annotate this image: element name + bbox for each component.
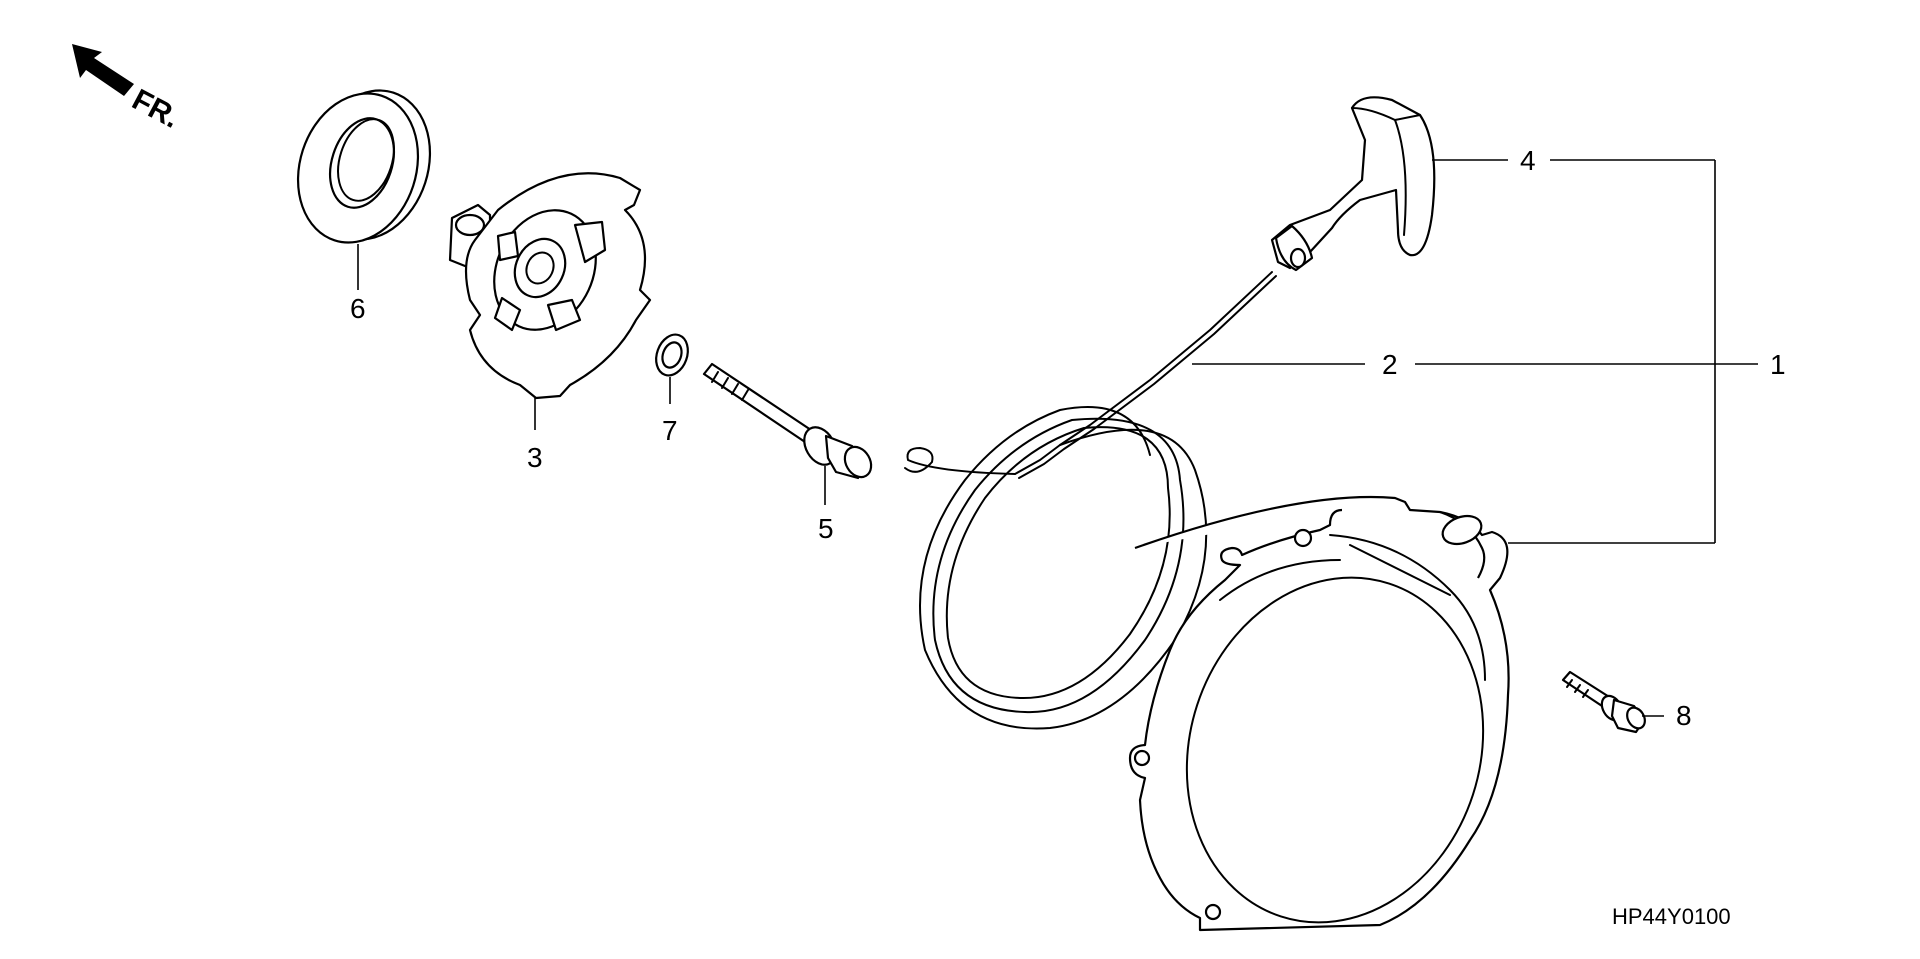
- part-starter-grip: [1270, 96, 1436, 272]
- callout-6: 6: [350, 293, 366, 324]
- arrow-icon: [72, 44, 134, 96]
- callout-leaders: [1192, 159, 1758, 544]
- callout-7: 7: [662, 415, 678, 446]
- callout-1: 1: [1770, 349, 1786, 380]
- diagram-code: HP44Y0100: [1612, 904, 1731, 929]
- callout-2: 2: [1382, 349, 1398, 380]
- part-small-bolt: [1561, 670, 1646, 734]
- part-starter-pulley: [448, 172, 652, 400]
- part-washer: [655, 333, 689, 377]
- callout-4: 4: [1520, 145, 1536, 176]
- part-recoil-rope: [904, 271, 1277, 730]
- part-oil-seal: [296, 89, 432, 244]
- callout-5: 5: [818, 513, 834, 544]
- front-label: FR.: [127, 83, 185, 135]
- part-recoil-case: [1128, 495, 1510, 932]
- callout-8: 8: [1676, 700, 1692, 731]
- part-flange-bolt: [702, 362, 873, 480]
- callout-3: 3: [527, 442, 543, 473]
- front-direction-arrow: FR.: [72, 44, 185, 135]
